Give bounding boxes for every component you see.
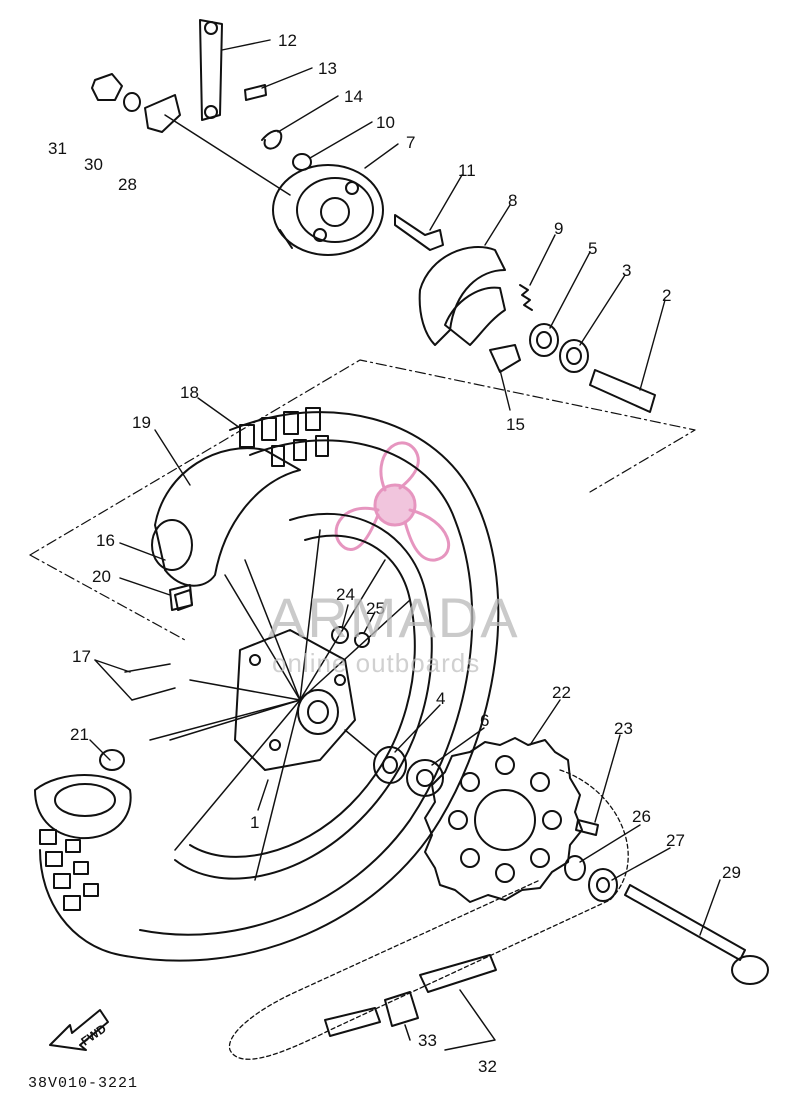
- inner-tube: [154, 447, 301, 587]
- part-label-22: 22: [552, 683, 571, 702]
- watermark-logo: [334, 441, 451, 562]
- part-label-14: 14: [344, 87, 363, 106]
- part-label-24: 24: [336, 585, 355, 604]
- part-label-3: 3: [622, 261, 632, 280]
- tire-inner-edge: [139, 439, 474, 936]
- part-label-17: 17: [72, 647, 91, 666]
- leader-lines: [89, 39, 721, 936]
- seal-27: [588, 868, 618, 902]
- part-label-21: 21: [70, 725, 89, 744]
- collar-2: [589, 369, 656, 413]
- diagram-code: 38V010-3221: [28, 1075, 139, 1092]
- bolt-13: [244, 84, 267, 101]
- part-label-15: 15: [506, 415, 525, 434]
- spring-9: [519, 284, 533, 311]
- plate-15: [489, 344, 521, 373]
- drive-chain: [228, 769, 629, 1060]
- part-label-26: 26: [632, 807, 651, 826]
- part-label-2: 2: [662, 286, 672, 305]
- part-label-16: 16: [96, 531, 115, 550]
- part-label-19: 19: [132, 413, 151, 432]
- seal-5: [529, 323, 559, 357]
- assembly-frame: [29, 359, 696, 556]
- part-label-12: 12: [278, 31, 297, 50]
- collar-10: [292, 153, 312, 171]
- bearing-4: [373, 746, 407, 784]
- tire-outline: [39, 411, 500, 962]
- rear-wheel: [34, 407, 500, 962]
- seal-6: [406, 759, 444, 797]
- part-label-28: 28: [118, 175, 137, 194]
- rim-outer: [174, 512, 433, 880]
- chain-link-32: [419, 954, 497, 993]
- collar-26: [564, 855, 586, 881]
- nut-31: [91, 73, 123, 101]
- part-label-31: 31: [48, 139, 67, 158]
- part-label-10: 10: [376, 113, 395, 132]
- part-label-29: 29: [722, 863, 741, 882]
- sprocket-22: [424, 737, 583, 903]
- hub: [234, 629, 356, 771]
- bearing-3: [559, 339, 589, 373]
- watermark-tagline: online outboards: [272, 648, 481, 678]
- part-label-6: 6: [480, 711, 490, 730]
- part-label-30: 30: [84, 155, 103, 174]
- watermark-brand: ARMADA: [268, 586, 520, 649]
- part-label-20: 20: [92, 567, 111, 586]
- tread-bottom: [39, 829, 99, 911]
- spokes: [149, 529, 411, 881]
- spring-14: [261, 129, 283, 150]
- part-label-33: 33: [418, 1031, 437, 1050]
- master-link-33: [384, 991, 419, 1027]
- axle-29: [624, 884, 746, 961]
- brake-shoes-8: [418, 245, 506, 346]
- chain-link-small: [324, 1007, 381, 1037]
- fwd-arrow: [49, 1009, 109, 1051]
- part-label-25: 25: [366, 599, 385, 618]
- part-label-23: 23: [614, 719, 633, 738]
- part-label-1: 1: [250, 813, 260, 832]
- part-label-9: 9: [554, 219, 564, 238]
- part-label-27: 27: [666, 831, 685, 850]
- washer-30: [123, 92, 141, 112]
- plate-28: [144, 94, 181, 133]
- brake-panel-7: [272, 164, 384, 256]
- part-label-13: 13: [318, 59, 337, 78]
- part-label-18: 18: [180, 383, 199, 402]
- rim-inner: [189, 534, 416, 858]
- bolt-23: [575, 819, 599, 836]
- part-label-5: 5: [588, 239, 598, 258]
- part-label-7: 7: [406, 133, 416, 152]
- rim-band-20: [169, 584, 193, 611]
- tread-top: [239, 407, 329, 467]
- part-label-4: 4: [436, 689, 446, 708]
- part-label-11: 11: [458, 161, 476, 180]
- part-label-8: 8: [508, 191, 518, 210]
- part-label-32: 32: [478, 1057, 497, 1076]
- camshaft-11: [394, 214, 444, 251]
